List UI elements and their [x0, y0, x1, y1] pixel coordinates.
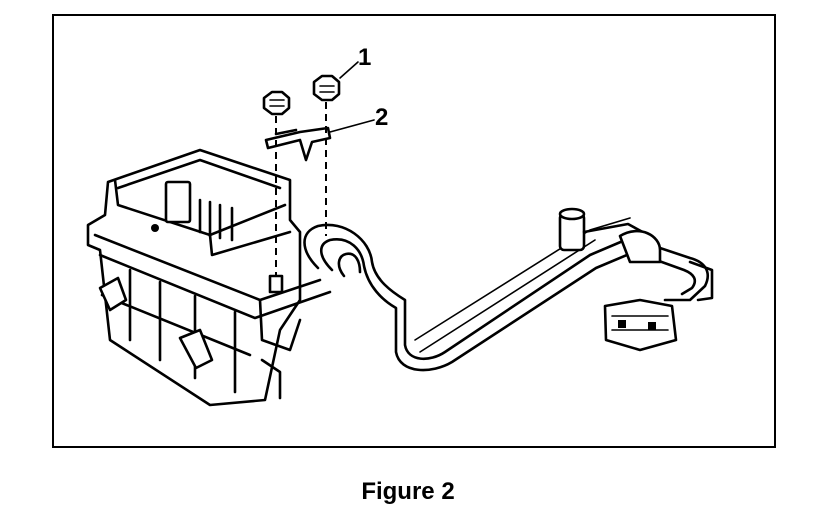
stud-left	[268, 274, 284, 294]
callout-label-1: 1	[358, 44, 372, 71]
leader-line-2	[329, 119, 375, 133]
fastener-nut-left	[262, 90, 291, 116]
callout-label-2: 2	[375, 104, 389, 131]
fuel-pipe-assembly	[303, 207, 714, 372]
connector-housing	[86, 148, 332, 407]
fastener-nut-1	[312, 74, 341, 102]
leader-line-1	[339, 61, 359, 79]
figure-caption: Figure 2	[361, 478, 455, 505]
mounting-bracket-2	[264, 126, 332, 162]
